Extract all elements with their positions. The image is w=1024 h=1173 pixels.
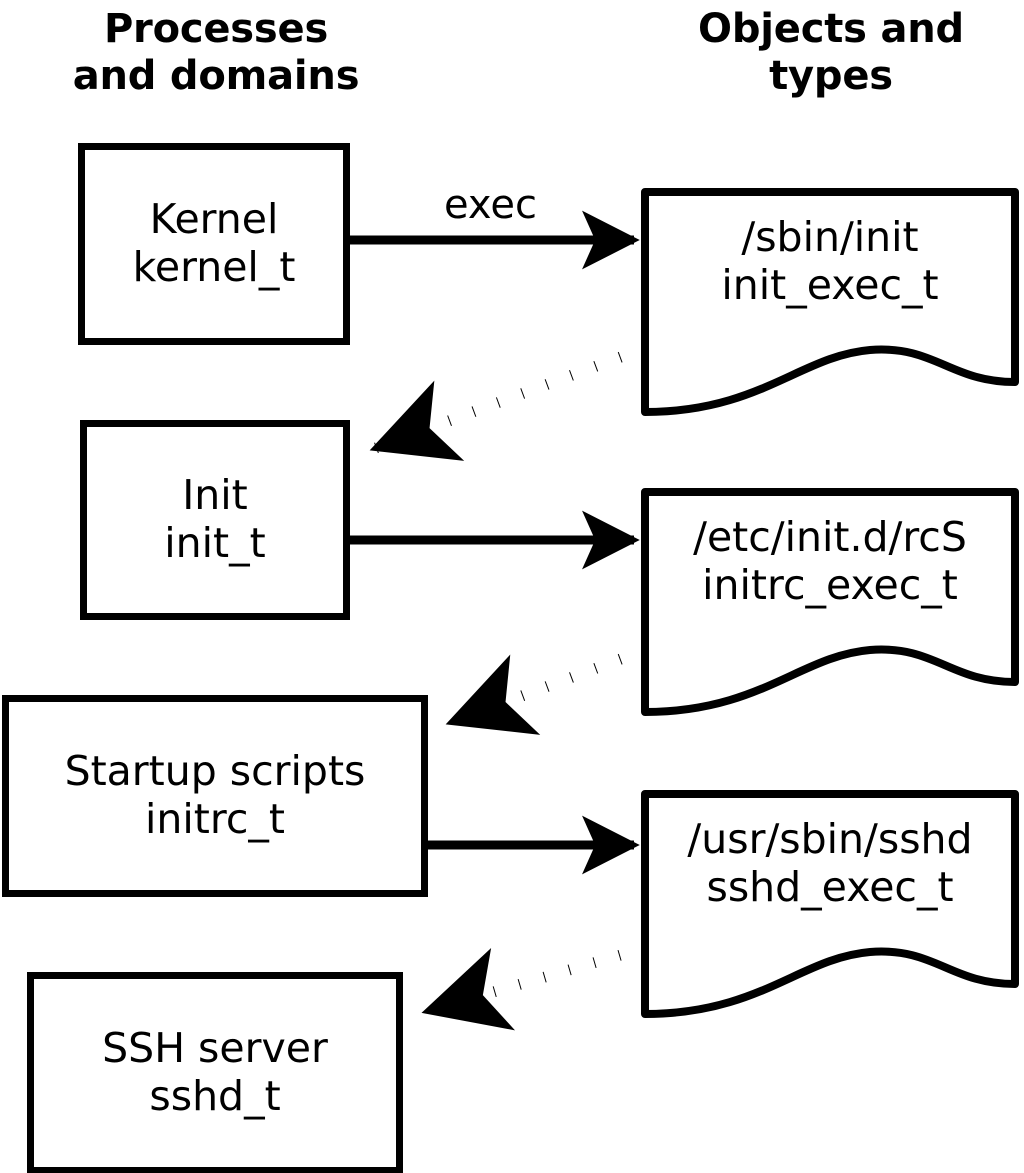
process-node-ssh-server-type: sshd_t — [149, 1072, 281, 1120]
process-node-init[interactable]: Init init_t — [80, 420, 350, 620]
edge-sshd-exec-to-sshd — [421, 942, 647, 1031]
edge-init-exec-to-init — [369, 342, 647, 461]
column-header-objects: Objects and types — [698, 6, 964, 100]
document-shape-initrc-exec — [641, 488, 1019, 716]
process-node-kernel-name: Kernel — [149, 195, 279, 244]
document-shape-init-exec — [641, 188, 1019, 416]
process-node-kernel[interactable]: Kernel kernel_t — [78, 143, 350, 345]
process-node-startup-scripts-type: initrc_t — [145, 795, 285, 843]
object-node-init-exec[interactable]: /sbin/init init_exec_t — [645, 192, 1015, 412]
object-node-init-exec-path: /sbin/init — [741, 213, 919, 261]
column-header-processes: Processes and domains — [72, 6, 360, 100]
edge-label-exec: exec — [444, 182, 537, 228]
process-node-ssh-server[interactable]: SSH server sshd_t — [27, 972, 403, 1173]
object-node-initrc-exec[interactable]: /etc/init.d/rcS initrc_exec_t — [645, 492, 1015, 712]
process-node-startup-scripts-name: Startup scripts — [64, 747, 366, 796]
process-node-init-name: Init — [182, 471, 248, 520]
object-node-sshd-exec[interactable]: /usr/sbin/sshd sshd_exec_t — [645, 794, 1015, 1014]
document-shape-sshd-exec — [641, 790, 1019, 1018]
process-node-kernel-type: kernel_t — [132, 243, 296, 291]
object-node-sshd-exec-type: sshd_exec_t — [706, 862, 954, 911]
process-node-init-type: init_t — [164, 519, 266, 567]
object-node-init-exec-type: init_exec_t — [721, 260, 939, 309]
object-node-sshd-exec-path: /usr/sbin/sshd — [687, 815, 973, 863]
object-node-initrc-exec-path: /etc/init.d/rcS — [693, 513, 967, 561]
edge-initrc-exec-to-initrc — [445, 644, 647, 735]
process-node-ssh-server-name: SSH server — [102, 1024, 328, 1073]
object-node-initrc-exec-type: initrc_exec_t — [702, 560, 958, 609]
process-node-startup-scripts[interactable]: Startup scripts initrc_t — [2, 695, 428, 897]
